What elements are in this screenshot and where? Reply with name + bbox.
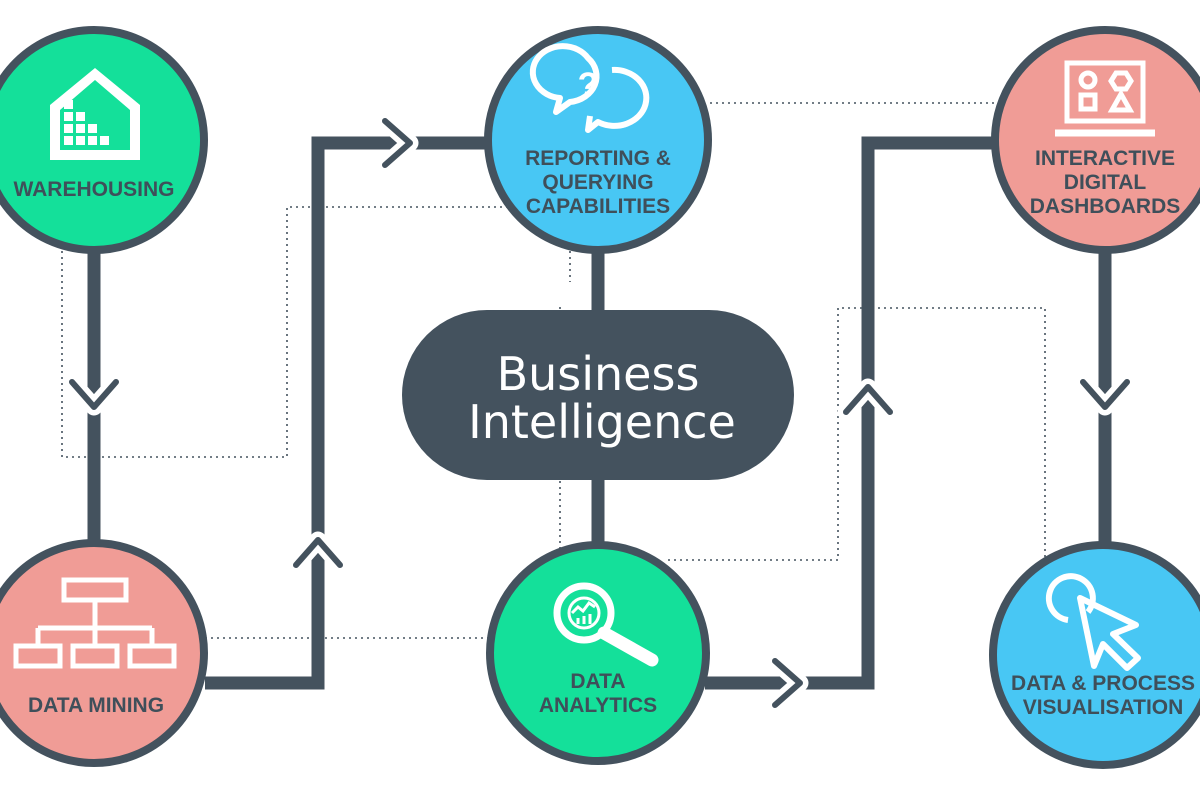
node-label-line: CAPABILITIES xyxy=(526,195,670,218)
chevron-right-icon xyxy=(766,652,809,714)
node-circle xyxy=(0,539,208,767)
hierarchy-icon xyxy=(13,577,177,669)
chevron-up-icon xyxy=(837,378,899,421)
node-label-line: DATA xyxy=(570,670,625,693)
dashboard-monitor-icon xyxy=(1055,60,1155,137)
node-circle xyxy=(484,26,712,254)
node-data-mining: DATA MINING xyxy=(0,539,208,767)
chevron-up-icon xyxy=(287,531,349,574)
hub-title-line2: Intelligence xyxy=(468,395,736,449)
flow-arrows xyxy=(63,112,1136,714)
node-visualisation: DATA & PROCESS VISUALISATION xyxy=(989,541,1200,769)
node-label-line: DATA & PROCESS xyxy=(1011,672,1195,695)
node-label-line: ANALYTICS xyxy=(539,694,657,717)
node-label-line: REPORTING & xyxy=(525,147,671,170)
hub-title-line1: Business xyxy=(497,347,700,401)
node-warehousing: WAREHOUSING xyxy=(0,26,208,254)
node-label-line: DATA MINING xyxy=(28,694,164,717)
chevron-right-icon xyxy=(376,112,419,174)
node-label-line: WAREHOUSING xyxy=(13,178,174,201)
node-data-analytics: DATA ANALYTICS xyxy=(486,541,710,765)
node-label-line: DASHBOARDS xyxy=(1030,195,1181,218)
node-circle xyxy=(991,26,1200,254)
node-label-line: DIGITAL xyxy=(1064,171,1147,194)
node-dashboards: INTERACTIVE DIGITAL DASHBOARDS xyxy=(991,26,1200,254)
warehouse-icon xyxy=(50,68,140,160)
node-label-line: VISUALISATION xyxy=(1023,696,1184,719)
central-hub: Business Intelligence xyxy=(402,310,794,480)
dotted-path-analytics-visualisation xyxy=(668,307,1046,565)
svg-text:?: ? xyxy=(578,66,599,104)
node-reporting: ? REPORTING & QUERYING CAPABILITIES xyxy=(484,26,712,254)
chevron-down-icon xyxy=(1074,373,1136,416)
path-analytics-dashboards xyxy=(705,136,992,690)
magnifier-chart-icon xyxy=(553,582,659,667)
chevron-down-icon xyxy=(63,373,125,416)
node-circle xyxy=(486,541,710,765)
node-label-line: INTERACTIVE xyxy=(1035,147,1175,170)
hub-pill xyxy=(402,310,794,480)
node-label-line: QUERYING xyxy=(542,171,653,194)
cursor-click-icon xyxy=(1045,573,1141,671)
chat-question-icon: ? xyxy=(529,43,650,133)
